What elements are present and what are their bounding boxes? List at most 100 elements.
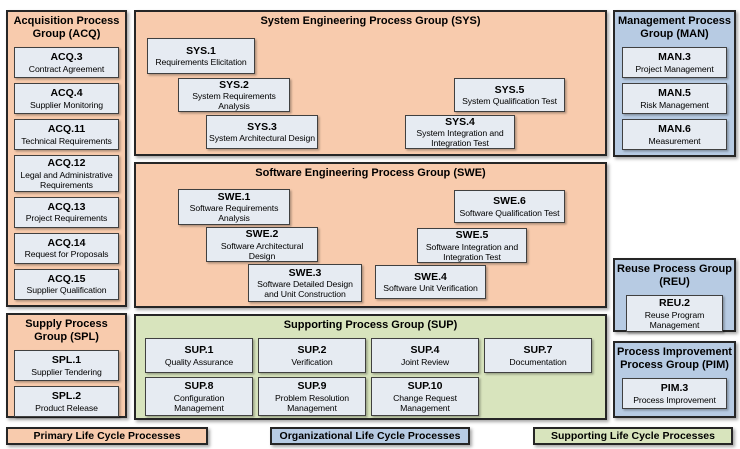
- group-man: Management Process Group (MAN) MAN.3 Pro…: [613, 10, 736, 157]
- group-swe: Software Engineering Process Group (SWE)…: [134, 162, 607, 308]
- process-id: ACQ.3: [50, 51, 83, 64]
- process-name: System Architectural Design: [209, 133, 315, 144]
- process-box-swe6: SWE.6 Software Qualification Test: [454, 190, 565, 223]
- process-name: Requirements Elicitation: [155, 57, 247, 68]
- process-box-acq15: ACQ.15 Supplier Qualification: [14, 268, 119, 300]
- process-box-acq12: ACQ.12 Legal and Administrative Requirem…: [14, 154, 119, 192]
- legend-organizational-life-cycle: Organizational Life Cycle Processes: [270, 427, 470, 445]
- process-name: Supplier Qualification: [26, 285, 107, 296]
- process-id: SYS.3: [247, 120, 277, 133]
- process-name: Problem Resolution Management: [274, 392, 349, 413]
- process-id: MAN.6: [658, 123, 691, 136]
- process-name: Product Release: [35, 402, 98, 413]
- process-box-man5: MAN.5 Risk Management: [622, 82, 727, 114]
- group-man-title: Management Process Group (MAN): [617, 15, 732, 40]
- process-name: Configuration Management: [173, 392, 225, 413]
- process-name: Measurement: [648, 135, 701, 146]
- process-name: Process Improvement: [633, 394, 716, 405]
- process-id: ACQ.13: [47, 200, 86, 213]
- process-id: SWE.6: [493, 195, 526, 208]
- process-id: MAN.3: [658, 51, 691, 64]
- legend-label: Supporting Life Cycle Processes: [551, 430, 715, 442]
- process-box-acq11: ACQ.11 Technical Requirements: [14, 118, 119, 150]
- process-box-sys5: SYS.5 System Qualification Test: [454, 78, 565, 112]
- process-name: Legal and Administrative Requirements: [20, 169, 113, 190]
- process-box-pim3: PIM.3 Process Improvement: [622, 377, 727, 409]
- group-reu: Reuse Process Group (REU) REU.2 Reuse Pr…: [613, 258, 736, 332]
- process-id: ACQ.4: [50, 87, 83, 100]
- process-box-swe3: SWE.3 Software Detailed Design and Unit …: [248, 264, 362, 302]
- process-id: SYS.5: [494, 83, 525, 96]
- legend-primary-life-cycle: Primary Life Cycle Processes: [6, 427, 208, 445]
- process-name: Request for Proposals: [24, 249, 109, 260]
- group-pim: Process Improvement Process Group (PIM) …: [613, 341, 736, 418]
- group-acq: Acquisition Process Group (ACQ) ACQ.3 Co…: [6, 10, 127, 307]
- process-id: SPL.2: [51, 390, 82, 403]
- group-pim-title: Process Improvement Process Group (PIM): [617, 346, 732, 371]
- process-box-sup9: SUP.9 Problem Resolution Management: [258, 377, 366, 416]
- process-id: ACQ.12: [47, 156, 86, 169]
- process-id: ACQ.11: [47, 123, 86, 136]
- process-id: SUP.8: [184, 380, 214, 393]
- process-name: Software Qualification Test: [459, 207, 560, 218]
- process-id: SUP.4: [410, 344, 440, 357]
- process-id: MAN.5: [658, 87, 691, 100]
- process-id: SUP.7: [523, 344, 553, 357]
- process-box-acq4: ACQ.4 Supplier Monitoring: [14, 82, 119, 114]
- process-box-swe1: SWE.1 Software Requirements Analysis: [178, 189, 290, 225]
- process-id: SWE.3: [288, 266, 322, 279]
- process-name: Project Management: [635, 63, 714, 74]
- process-name: Risk Management: [640, 99, 709, 110]
- group-sys-title: System Engineering Process Group (SYS): [260, 15, 481, 27]
- group-acq-title: Acquisition Process Group (ACQ): [13, 15, 120, 40]
- process-box-swe5: SWE.5 Software Integration and Integrati…: [417, 228, 527, 263]
- process-id: SUP.9: [297, 380, 327, 393]
- process-box-man3: MAN.3 Project Management: [622, 46, 727, 78]
- process-box-sys4: SYS.4 System Integration and Integration…: [405, 115, 515, 149]
- process-box-sup10: SUP.10 Change Request Management: [371, 377, 479, 416]
- process-box-acq13: ACQ.13 Project Requirements: [14, 196, 119, 228]
- group-swe-title: Software Engineering Process Group (SWE): [255, 167, 486, 179]
- process-name: Supplier Monitoring: [30, 99, 103, 110]
- group-reu-title: Reuse Process Group (REU): [617, 263, 732, 288]
- process-box-acq14: ACQ.14 Request for Proposals: [14, 232, 119, 264]
- process-id: ACQ.15: [47, 272, 86, 285]
- process-name: Joint Review: [400, 356, 450, 367]
- process-box-sup4: SUP.4 Joint Review: [371, 338, 479, 373]
- process-name: Software Requirements Analysis: [189, 203, 279, 224]
- process-name: Reuse Program Management: [644, 309, 705, 330]
- process-id: SYS.1: [186, 44, 216, 57]
- process-name: Contract Agreement: [28, 63, 105, 74]
- process-id: SUP.1: [184, 344, 214, 357]
- process-box-spl2: SPL.2 Product Release: [14, 385, 119, 417]
- process-id: SYS.2: [219, 78, 249, 91]
- group-sys: System Engineering Process Group (SYS) S…: [134, 10, 607, 156]
- process-id: SUP.10: [407, 380, 443, 393]
- process-box-swe4: SWE.4 Software Unit Verification: [375, 265, 486, 299]
- process-id: SPL.1: [51, 354, 82, 367]
- legend-label: Organizational Life Cycle Processes: [279, 430, 461, 442]
- process-id: SWE.2: [245, 228, 279, 241]
- process-id: ACQ.14: [47, 236, 86, 249]
- process-id: SWE.5: [455, 229, 489, 242]
- process-name: System Qualification Test: [462, 96, 557, 107]
- process-id: REU.2: [659, 296, 690, 309]
- process-name: Technical Requirements: [21, 135, 112, 146]
- legend-supporting-life-cycle: Supporting Life Cycle Processes: [533, 427, 733, 445]
- process-box-swe2: SWE.2 Software Architectural Design: [206, 227, 318, 262]
- process-id: SWE.4: [414, 270, 447, 283]
- process-name: Documentation: [509, 356, 567, 367]
- process-box-sys2: SYS.2 System Requirements Analysis: [178, 78, 290, 112]
- process-name: Software Architectural Design: [220, 240, 304, 261]
- process-name: Verification: [291, 356, 333, 367]
- process-id: SUP.2: [297, 344, 327, 357]
- process-name: Software Detailed Design and Unit Constr…: [257, 279, 353, 300]
- process-box-reu2: REU.2 Reuse Program Management: [626, 294, 723, 332]
- process-box-sup2: SUP.2 Verification: [258, 338, 366, 373]
- process-id: SWE.1: [217, 190, 251, 203]
- process-name: Quality Assurance: [164, 356, 234, 367]
- process-id: PIM.3: [660, 382, 689, 395]
- process-box-sup1: SUP.1 Quality Assurance: [145, 338, 253, 373]
- process-id: SYS.4: [445, 115, 475, 128]
